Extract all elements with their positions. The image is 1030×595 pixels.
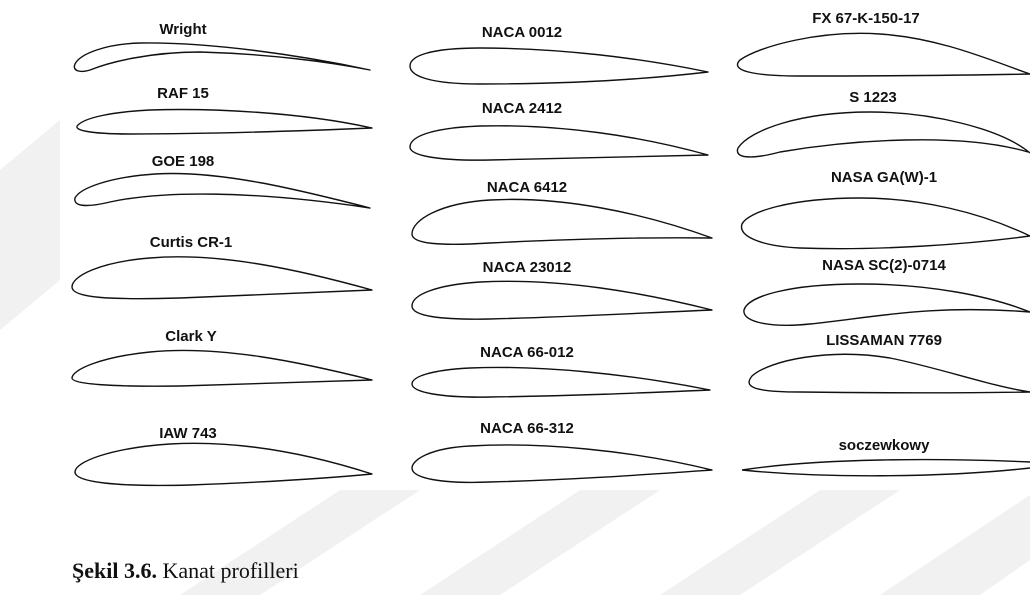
airfoil-label-naca-23012: NACA 23012 — [483, 259, 572, 276]
airfoil-label-naca-66-012: NACA 66-012 — [480, 344, 574, 361]
airfoil-label-nasa-sc-2-0714: NASA SC(2)-0714 — [822, 257, 946, 274]
caption-number: Şekil 3.6. — [72, 558, 157, 583]
figure-caption: Şekil 3.6. Kanat profilleri — [72, 558, 299, 584]
airfoil-outline-nasa-sc-2-0714 — [743, 283, 1030, 326]
airfoil-label-wright: Wright — [159, 21, 206, 38]
airfoil-outline-raf-15 — [76, 108, 373, 135]
airfoil-label-fx-67-k-150-17: FX 67-K-150-17 — [812, 10, 920, 27]
airfoil-outline-clark-y — [71, 349, 373, 387]
airfoil-label-naca-6412: NACA 6412 — [487, 179, 567, 196]
caption-text: Kanat profilleri — [162, 558, 299, 583]
airfoil-outline-s-1223 — [736, 111, 1030, 158]
airfoil-outline-curtis-cr-1 — [71, 256, 373, 300]
airfoil-label-raf-15: RAF 15 — [157, 85, 209, 102]
airfoil-label-curtis-cr-1: Curtis CR-1 — [150, 234, 233, 251]
airfoil-label-soczewkowy: soczewkowy — [839, 437, 931, 454]
airfoil-outline-naca-66-012 — [411, 366, 711, 398]
airfoil-label-clark-y: Clark Y — [165, 328, 216, 345]
airfoil-outline-naca-6412 — [411, 198, 713, 245]
airfoil-outline-naca-0012 — [409, 47, 709, 85]
airfoil-label-naca-2412: NACA 2412 — [482, 100, 562, 117]
airfoil-outline-naca-2412 — [409, 125, 709, 161]
airfoil-label-s-1223: S 1223 — [849, 89, 897, 106]
airfoil-outline-nasa-ga-w-1 — [740, 197, 1030, 250]
airfoil-label-naca-0012: NACA 0012 — [482, 24, 562, 41]
airfoil-label-goe-198: GOE 198 — [152, 153, 215, 170]
airfoil-outline-naca-66-312 — [411, 444, 713, 484]
airfoil-outline-wright — [73, 42, 371, 73]
airfoil-outline-soczewkowy — [741, 458, 1030, 477]
airfoil-label-iaw-743: IAW 743 — [159, 425, 217, 442]
airfoil-outline-lissaman-7769 — [748, 353, 1030, 394]
airfoil-label-lissaman-7769: LISSAMAN 7769 — [826, 332, 942, 349]
airfoil-label-naca-66-312: NACA 66-312 — [480, 420, 574, 437]
airfoil-outline-naca-23012 — [411, 280, 713, 320]
airfoil-outline-iaw-743 — [74, 442, 373, 487]
watermark — [0, 120, 1030, 595]
airfoil-outline-fx-67-k-150-17 — [736, 32, 1030, 77]
airfoil-label-nasa-ga-w-1: NASA GA(W)-1 — [831, 169, 937, 186]
airfoil-outline-goe-198 — [74, 172, 371, 209]
